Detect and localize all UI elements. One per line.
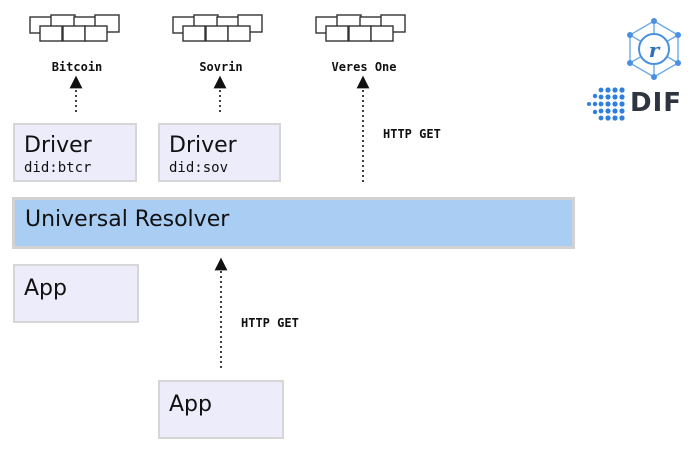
network-label-veres-one: Veres One (331, 60, 397, 74)
driver-btcr-box: Driver did:btcr (13, 123, 137, 182)
app-bottom-title: App (169, 392, 212, 417)
universal-resolver-box: Universal Resolver (12, 197, 575, 249)
driver-sov-box: Driver did:sov (158, 123, 281, 182)
driver-btcr-method: did:btcr (24, 160, 92, 176)
veres-one-network-icon (315, 14, 406, 42)
dif-logo-text: DIF (630, 88, 683, 118)
app-box-bottom: App (158, 380, 284, 439)
driver-sov-title: Driver (169, 133, 237, 158)
rwot-logo-letter: r (649, 38, 661, 62)
http-get-label-app: HTTP GET (241, 316, 299, 330)
http-get-label-veres-one: HTTP GET (383, 127, 441, 141)
bitcoin-network-icon (29, 14, 120, 42)
driver-btcr-title: Driver (24, 133, 92, 158)
app-box-left: App (13, 264, 139, 323)
network-label-sovrin: Sovrin (199, 60, 243, 74)
driver-sov-method: did:sov (169, 160, 229, 176)
app-left-title: App (24, 276, 67, 301)
rwot-logo: r (627, 18, 681, 80)
dif-logo-dots (587, 87, 625, 121)
sovrin-network-icon (172, 14, 263, 42)
universal-resolver-title: Universal Resolver (25, 207, 230, 232)
network-label-bitcoin: Bitcoin (51, 60, 103, 74)
